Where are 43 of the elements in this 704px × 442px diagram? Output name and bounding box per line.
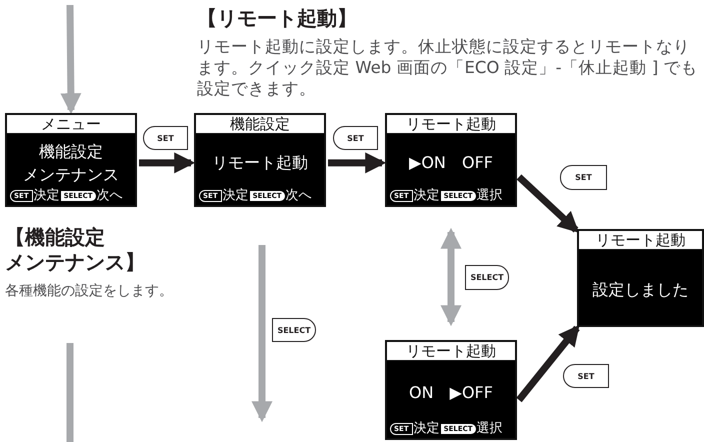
key-hint: 決定: [222, 188, 249, 204]
menu-item: ▶ON: [409, 152, 446, 174]
key-button-label: SELECT: [465, 265, 509, 290]
flow-arrow: [60, 4, 82, 114]
lcd-screen: [577, 229, 704, 327]
lcd-screen: [5, 113, 137, 207]
lcd-screen: [385, 113, 517, 207]
section-heading: 【リモート起動】: [197, 6, 358, 31]
key-hint: 選択: [476, 188, 503, 204]
key-button-label: SELECT: [272, 318, 316, 342]
screen-title: 機能設定: [196, 115, 324, 134]
section-heading: 【機能設定: [5, 225, 106, 250]
arrow: [516, 324, 580, 402]
flow-arrow: [440, 228, 462, 326]
key-button-label: SET: [143, 126, 188, 150]
description-text: 各種機能の設定をします。: [5, 283, 174, 300]
section-heading: メンテナンス】: [5, 250, 146, 275]
screen-title: リモート起動: [387, 342, 515, 361]
arrow: [139, 152, 196, 174]
key-button-label: SET: [333, 126, 378, 150]
menu-item: ON: [409, 382, 434, 404]
key-hint: 次へ: [286, 188, 312, 204]
screen-title: リモート起動: [579, 231, 702, 250]
key-button-label: SET: [563, 364, 609, 388]
lcd-screen: [385, 340, 517, 440]
menu-item: ▶OFF: [450, 382, 493, 404]
description-text: リモート起動に設定します。休止状態に設定するとリモートなります。クイック設定 Web 画面の「ECO 設定」-「休止起動 ] でも設定できます。: [197, 36, 699, 99]
menu-item: 設定しました: [592, 279, 690, 301]
key-hint: 決定: [34, 188, 60, 204]
lcd-screen: [194, 113, 326, 207]
menu-item: OFF: [462, 152, 493, 174]
key-hint: 次へ: [96, 188, 123, 204]
arrow: [516, 174, 580, 233]
key-button-label: SET: [560, 165, 607, 190]
key-hint: 決定: [414, 421, 440, 437]
arrow: [328, 152, 386, 174]
menu-item: 機能設定: [38, 140, 104, 162]
menu-item: メンテナンス: [22, 164, 120, 186]
screen-title: リモート起動: [387, 115, 515, 134]
key-hint: 選択: [476, 421, 503, 437]
key-hint: 決定: [414, 188, 440, 204]
menu-item: リモート起動: [211, 152, 309, 174]
screen-title: メニュー: [7, 115, 135, 134]
